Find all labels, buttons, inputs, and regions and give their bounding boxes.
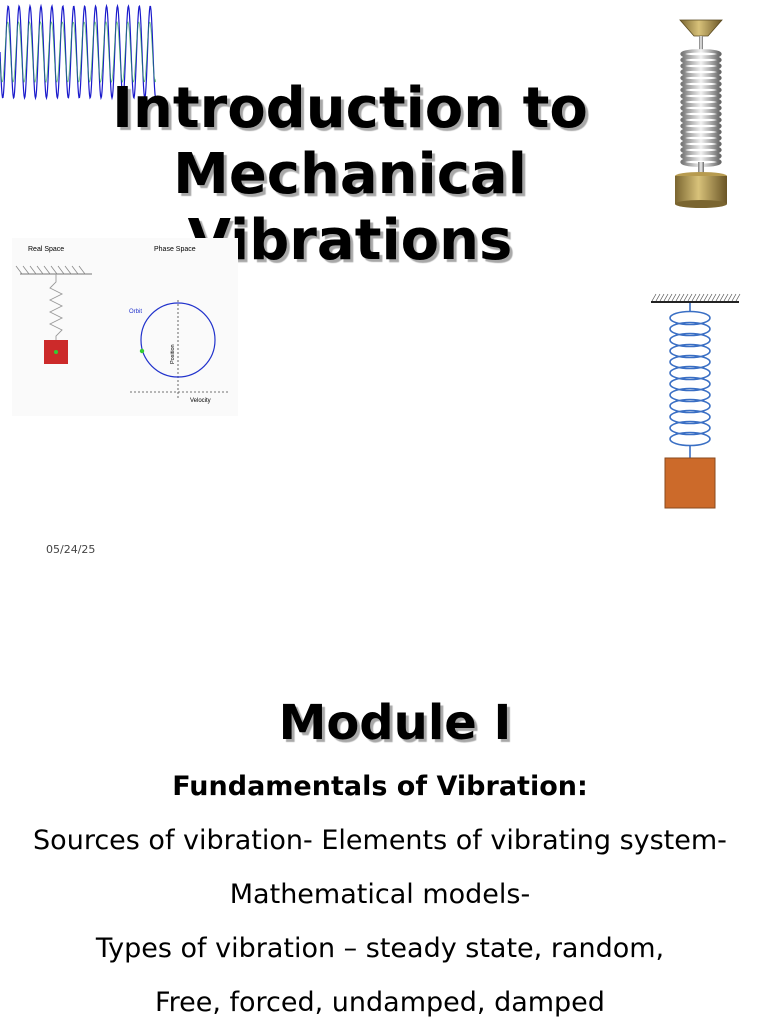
hatch-mark	[683, 293, 689, 302]
hatch-mark	[691, 293, 697, 302]
hatch-mark	[663, 293, 669, 302]
brass-weight	[675, 176, 727, 204]
hatch-mark	[667, 293, 673, 302]
mass-marker-dot	[54, 350, 58, 354]
orbit-label: Orbit	[129, 309, 142, 315]
position-label: Position	[170, 344, 176, 364]
support-hatch	[651, 293, 741, 302]
hatch-mark	[71, 265, 79, 275]
real-space-label: Real Space	[28, 246, 64, 253]
hatch-mark	[711, 293, 717, 302]
sine-wave-inner-line	[0, 20, 156, 84]
steel-spring-coils	[680, 49, 722, 167]
sine-wave-line	[0, 3, 156, 101]
phase-point	[139, 348, 145, 354]
spring-coil	[669, 321, 711, 337]
spring-coil	[669, 365, 711, 381]
weight-bottom	[675, 200, 727, 208]
slide-date: 05/24/25	[46, 543, 96, 556]
hatch-mark	[735, 293, 741, 302]
orange-block	[664, 457, 716, 509]
topic-line-4: Free, forced, undamped, damped	[155, 987, 605, 1018]
hatch-mark	[78, 265, 86, 275]
spring-block-image	[651, 293, 741, 509]
hatch-mark	[671, 293, 677, 302]
hatch-mark	[699, 293, 705, 302]
spring-coil	[669, 376, 711, 392]
hatch-mark	[723, 293, 729, 302]
topic-line-2: Mathematical models-	[229, 879, 531, 910]
spring-coil	[669, 387, 711, 403]
hatch-mark	[727, 293, 733, 302]
spring-coil	[669, 409, 711, 425]
blue-spring-coils	[669, 303, 711, 458]
hatch-mark	[57, 265, 65, 275]
hatch-mark	[703, 293, 709, 302]
small-spring	[48, 274, 64, 340]
phase-space-label: Phase Space	[154, 246, 196, 253]
hatch-mark	[707, 293, 713, 302]
hatch-mark	[719, 293, 725, 302]
spring-coil	[669, 310, 711, 326]
hatch-mark	[22, 265, 30, 275]
weight-neck	[698, 162, 704, 176]
hatch-mark	[715, 293, 721, 302]
hatch-mark	[36, 265, 44, 275]
spring-mount	[679, 19, 723, 37]
orbit-circle	[140, 302, 216, 378]
velocity-label: Velocity	[190, 398, 211, 404]
topic-line-1: Sources of vibration- Elements of vibrat…	[33, 825, 727, 856]
title-line-3: Vibrations	[187, 208, 513, 273]
ceiling-hatch	[15, 265, 86, 275]
hatch-mark	[15, 265, 23, 275]
hatch-mark	[687, 293, 693, 302]
hatch-mark	[695, 293, 701, 302]
hatch-mark	[659, 293, 665, 302]
spring-coil	[669, 332, 711, 348]
hatch-mark	[655, 293, 661, 302]
spring-coil	[669, 354, 711, 370]
hatch-mark	[679, 293, 685, 302]
hatch-mark	[43, 265, 51, 275]
title-line-1: Introduction to	[112, 76, 588, 141]
hanging-spring-weight-image	[675, 19, 727, 208]
hatch-mark	[651, 293, 657, 302]
hatch-mark	[50, 265, 58, 275]
sine-wave-image	[0, 3, 156, 101]
spring-coil	[669, 343, 711, 359]
slide-title: Introduction to Mechanical Vibrations	[60, 76, 640, 274]
module-heading: Module I	[278, 695, 512, 751]
spring-coil	[669, 420, 711, 436]
title-line-2: Mechanical	[173, 142, 527, 207]
hatch-mark	[731, 293, 737, 302]
hatch-mark	[64, 265, 72, 275]
module-subheading: Fundamentals of Vibration:	[172, 771, 588, 802]
hatch-mark	[29, 265, 37, 275]
spring-rod	[699, 36, 703, 50]
hatch-mark	[675, 293, 681, 302]
spring-coil	[669, 398, 711, 414]
phase-space-figure: Real Space Phase Space Orbit Position Ve…	[12, 238, 238, 416]
topic-line-3: Types of vibration – steady state, rando…	[95, 933, 665, 964]
